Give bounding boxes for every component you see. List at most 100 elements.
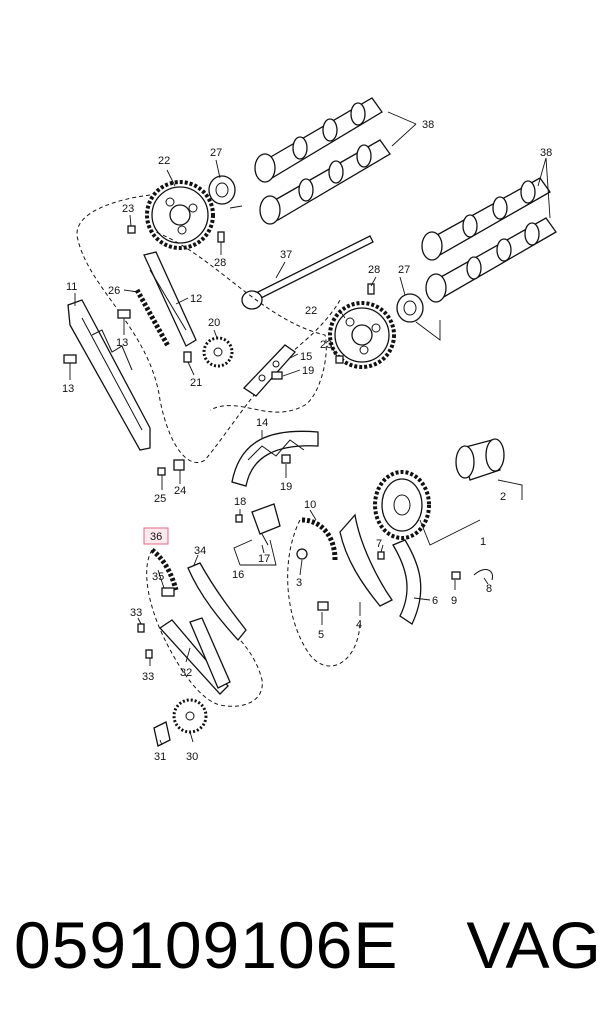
callout-13: 13 [62,383,74,395]
bolt-25 [157,467,166,476]
callout-36: 36 [150,531,162,543]
camshaft-sprocket-middle [328,301,396,369]
crankshaft-sprocket [373,470,431,540]
bolt-21 [183,351,192,363]
small-parts-lower [137,587,175,747]
callout-12: 12 [190,293,202,305]
callout-8: 8 [486,583,492,595]
balance-chain-36 [150,548,179,591]
chain-guide-12 [143,251,197,347]
callout-4: 4 [356,619,362,631]
camshaft-right-2 [425,217,557,303]
callout-7: 7 [376,538,382,550]
leader-lines [69,111,551,746]
callout-30: 30 [186,751,198,763]
chain-tensioner-6 [392,539,422,625]
callout-1: 1 [480,536,486,548]
bolt-7 [377,551,385,560]
tensioner-bracket [251,503,281,546]
callout-23: 23 [122,203,134,215]
callout-17: 17 [258,553,270,565]
callout-38: 38 [540,147,552,159]
callout-22: 22 [158,155,170,167]
timing-chain-lower [301,517,338,561]
callout-15: 15 [300,351,312,363]
callout-35: 35 [152,571,164,583]
callout-28: 28 [368,264,380,276]
spring-8 [473,569,494,581]
bolt-28-upper [217,231,225,243]
chain-guide-rail-left [67,299,151,451]
camshaft-sprocket-upper [145,180,215,250]
callout-27: 27 [210,147,222,159]
intermediate-shaft [241,235,374,310]
callout-33: 33 [130,607,142,619]
callout-16: 16 [232,569,244,581]
callout-18: 18 [234,496,246,508]
camshaft-upper-left-2 [259,139,391,225]
callout-28: 28 [214,257,226,269]
brand-name: VAG [466,908,600,982]
chain-path-bottom [146,549,263,707]
bushing-24 [173,459,185,471]
callout-32: 32 [180,667,192,679]
sprocket-small-20 [202,336,234,368]
bolt-23-upper [127,225,136,234]
callout-14: 14 [256,417,268,429]
camshaft-adjuster-upper [208,175,236,205]
bolt-19-lower [281,454,291,464]
callout-22: 22 [305,305,317,317]
callout-34: 34 [194,545,206,557]
bolt-5 [317,601,329,611]
sprocket-30 [172,698,208,734]
callout-6: 6 [432,595,438,607]
washer-3 [296,548,308,560]
callout-37: 37 [280,249,292,261]
chain-guide-4 [339,513,393,607]
part-number: 059109106E [14,908,399,982]
chain-path-lower [287,519,361,667]
callout-3: 3 [296,577,302,589]
bolt-23-middle [335,355,344,364]
bolt-9 [451,571,461,580]
timing-chain-exploded-diagram: 38 38 22 27 23 28 37 28 27 22 23 11 26 1… [62,97,557,763]
gear-2 [455,438,505,481]
chain-path-upper-2 [149,229,327,413]
bolt-33-upper [137,623,145,633]
callout-38: 38 [422,119,434,131]
callout-19: 19 [302,365,314,377]
callout-25: 25 [154,493,166,505]
camshaft-right-1 [421,177,551,261]
callout-labels: 38 38 22 27 23 28 37 28 27 22 23 11 26 1… [62,119,552,763]
chain-guide-15 [242,344,296,397]
bolt-13-upper [117,309,131,319]
callout-10: 10 [304,499,316,511]
callout-24: 24 [174,485,186,497]
callout-31: 31 [154,751,166,763]
chain-path-upper [76,194,341,463]
callout-23: 23 [320,339,332,351]
chain-guide-14 [231,430,319,487]
bolt-35 [161,587,175,597]
bolt-28-middle [367,283,375,295]
callout-20: 20 [208,317,220,329]
bolt-18 [235,514,243,523]
callout-33: 33 [142,671,154,683]
bolt-33-lower [145,649,153,659]
callout-26: 26 [108,285,120,297]
callout-21: 21 [190,377,202,389]
camshaft-upper-left-1 [254,97,383,183]
callout-2: 2 [500,491,506,503]
callout-27: 27 [398,264,410,276]
callout-13: 13 [116,337,128,349]
bolt-13-lower [63,354,77,364]
timing-chain-upper [134,288,171,348]
callout-19: 19 [280,481,292,493]
callout-5: 5 [318,629,324,641]
highlight-box-36 [143,527,169,545]
chain-tensioner-32 [159,617,231,695]
bolt-31 [153,721,171,747]
callout-11: 11 [66,281,77,293]
chain-guide-34 [187,562,247,642]
camshaft-adjuster-middle [396,293,424,323]
